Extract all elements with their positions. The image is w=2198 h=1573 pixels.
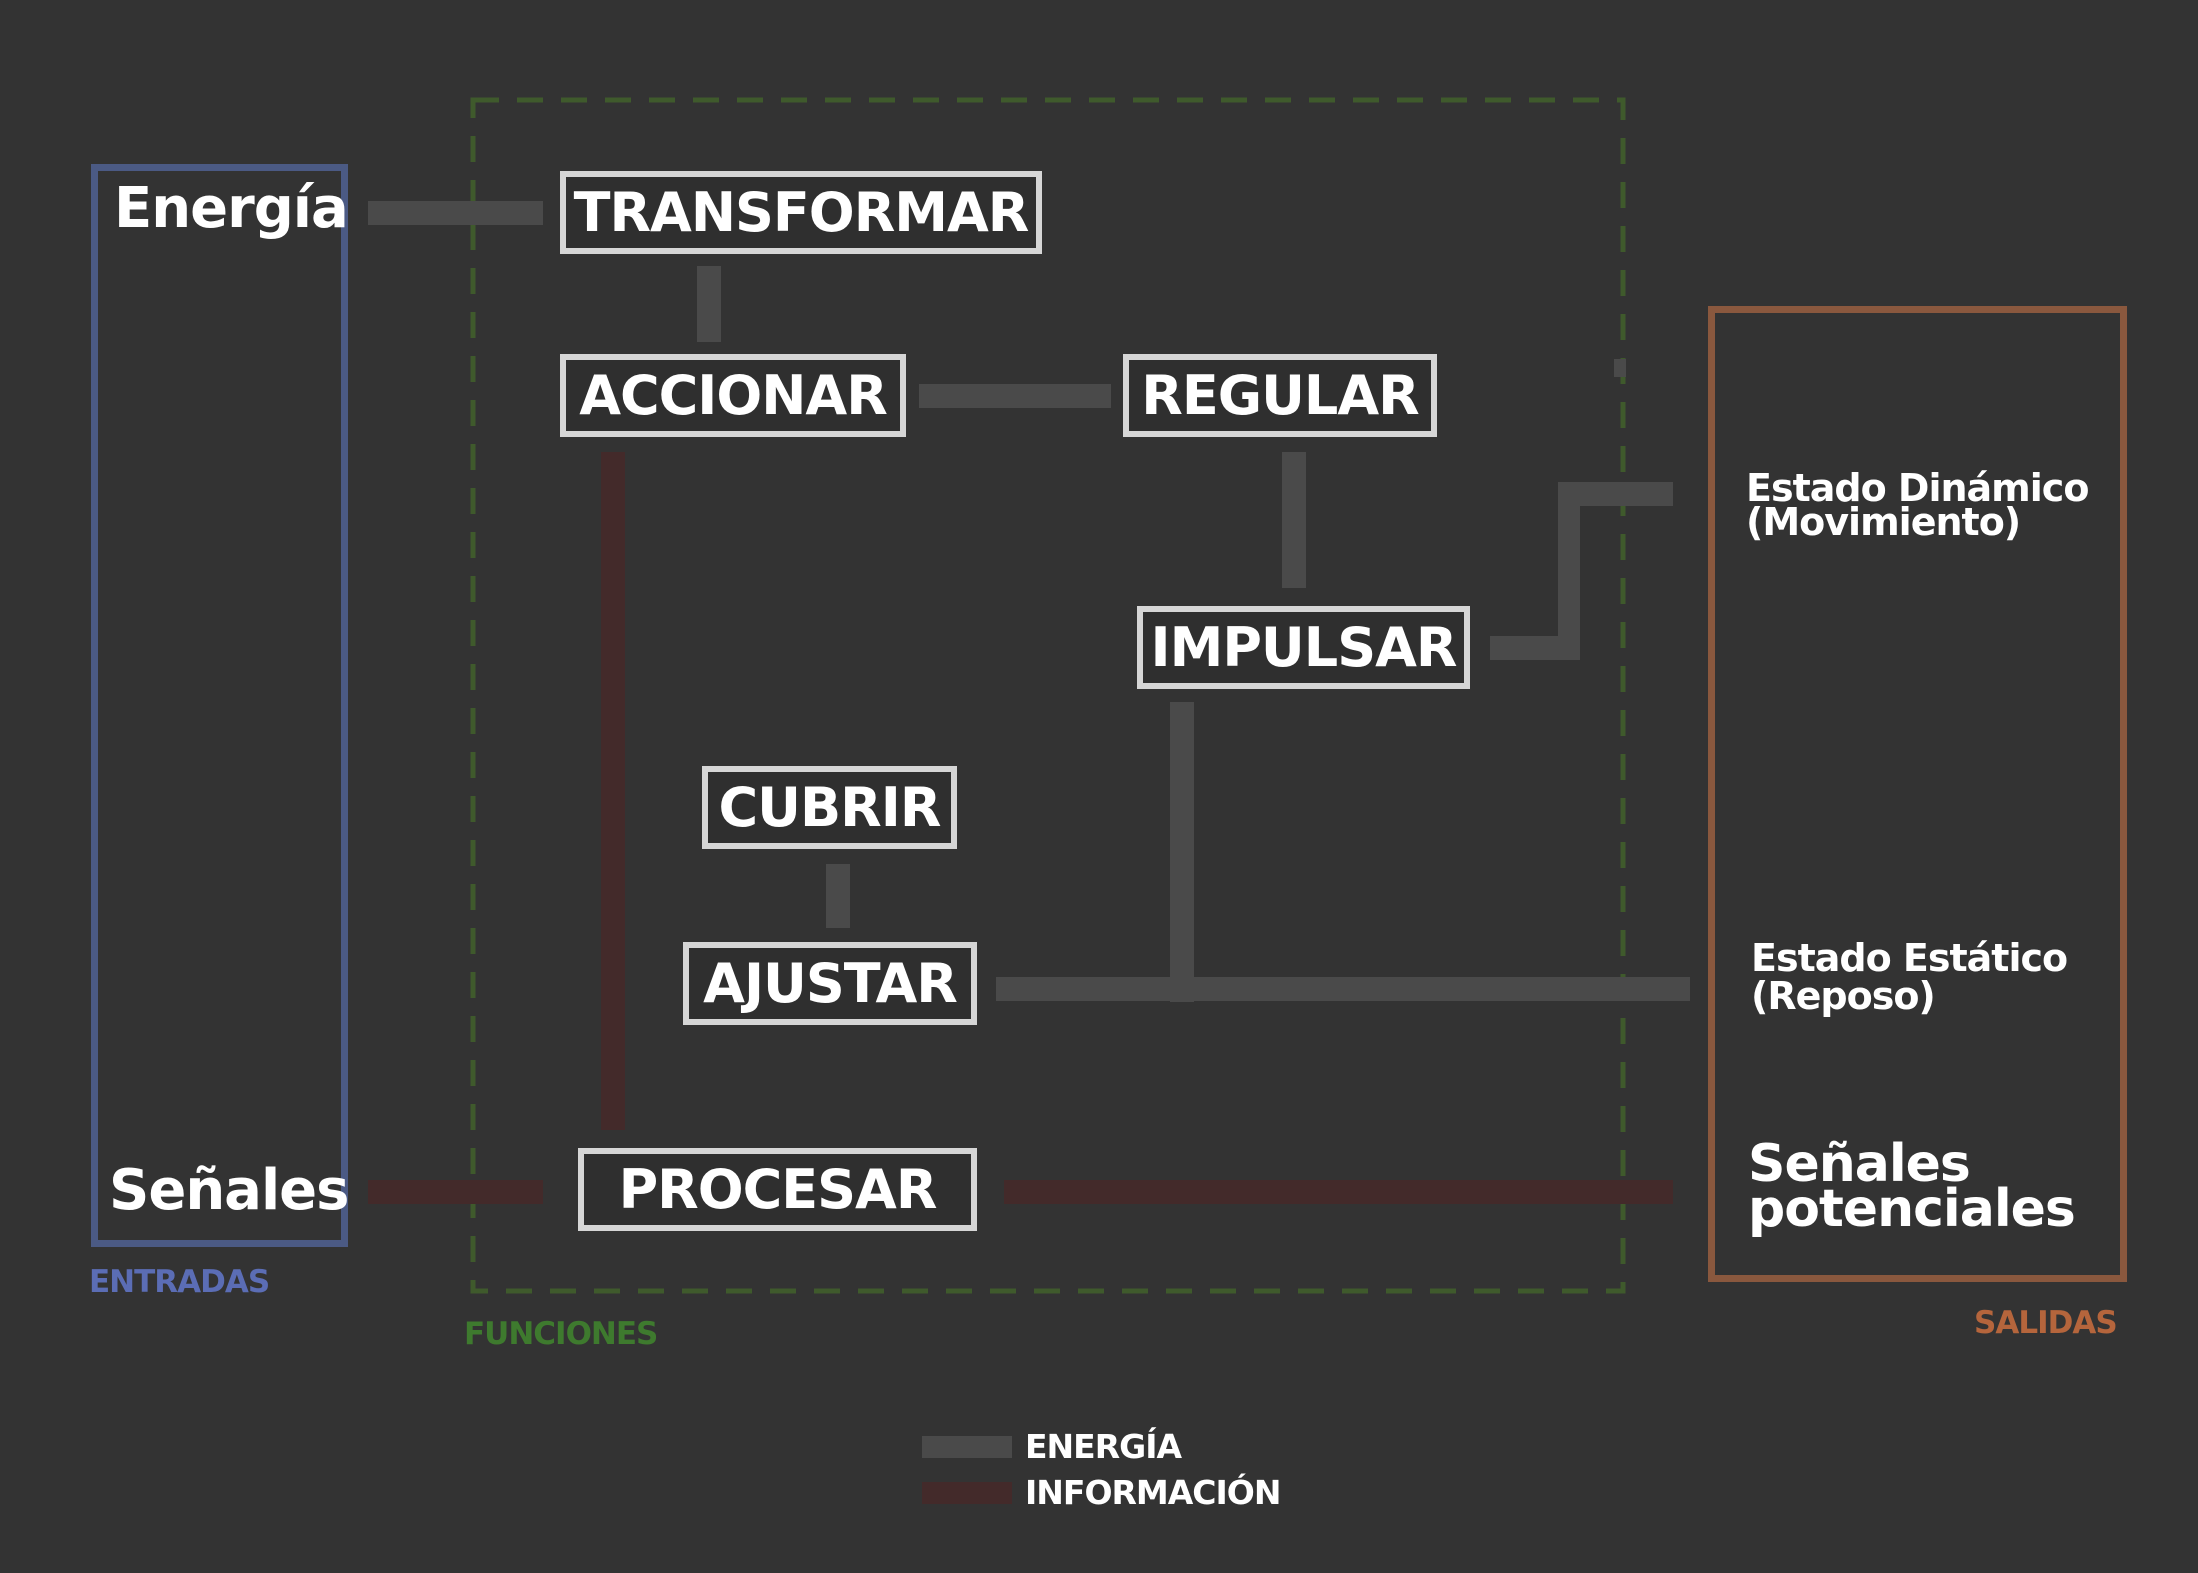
output-senales-line1: Señales <box>1748 1134 1971 1194</box>
energy-wire-to-dinamico <box>1558 482 1673 506</box>
function-procesar: PROCESAR <box>578 1148 977 1231</box>
output-estatico-line2: (Reposo) <box>1751 974 1936 1018</box>
legend-energy-label: ENERGÍA <box>1025 1427 1182 1466</box>
legend-energy-swatch <box>922 1436 1012 1458</box>
info-wire-accionar-procesar <box>601 452 625 1130</box>
energy-wire-transformar-accionar <box>697 266 721 342</box>
energy-wire-impulsar-out-b <box>1558 482 1580 660</box>
function-impulsar: IMPULSAR <box>1137 606 1470 689</box>
energy-wire-accionar-regular <box>919 384 1111 408</box>
function-transformar: TRANSFORMAR <box>560 171 1042 254</box>
function-ajustar: AJUSTAR <box>683 942 977 1025</box>
functions-group-label: FUNCIONES <box>464 1316 658 1352</box>
inputs-group-box <box>91 164 348 1247</box>
output-dinamico-line1: Estado Dinámico <box>1746 466 2089 510</box>
energy-wire-to-estatico <box>996 977 1690 1001</box>
energy-wire-regular-impulsar <box>1282 452 1306 588</box>
boundary-marker <box>1614 359 1626 377</box>
input-energia-label: Energía <box>114 176 349 241</box>
function-cubrir: CUBRIR <box>702 766 957 849</box>
energy-wire-impulsar-ajustar <box>1170 702 1194 1002</box>
output-senales-line2: potenciales <box>1748 1179 2076 1239</box>
functions-group-box <box>470 97 1626 1294</box>
energy-wire-cubrir-ajustar <box>826 864 850 928</box>
legend-information-swatch <box>922 1482 1012 1504</box>
outputs-group-label: SALIDAS <box>1974 1305 2118 1341</box>
energy-wire-input-transformar <box>368 201 543 225</box>
inputs-group-label: ENTRADAS <box>89 1264 270 1300</box>
function-accionar: ACCIONAR <box>560 354 906 437</box>
legend-information-label: INFORMACIÓN <box>1025 1473 1281 1512</box>
info-wire-procesar-output <box>1004 1180 1673 1204</box>
input-senales-label: Señales <box>109 1158 349 1223</box>
output-estatico-line1: Estado Estático <box>1751 936 2068 980</box>
info-wire-input-procesar <box>368 1180 543 1204</box>
outputs-group-box <box>1708 306 2127 1282</box>
function-regular: REGULAR <box>1123 354 1437 437</box>
output-dinamico-line2: (Movimiento) <box>1746 500 2021 544</box>
